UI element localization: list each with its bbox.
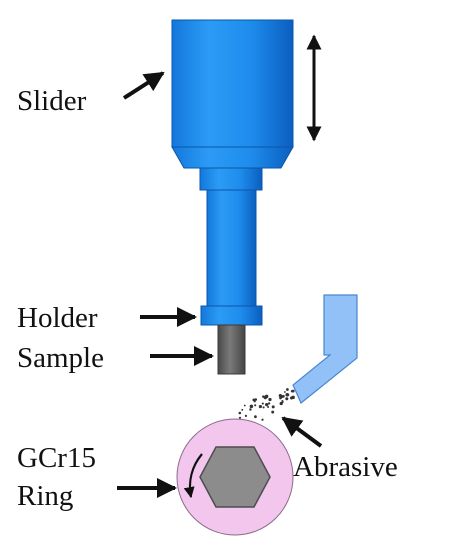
abrasive-particle <box>286 393 290 397</box>
abrasive-particle <box>238 416 242 419</box>
abrasive-particle <box>262 406 265 409</box>
abrasive-particle <box>238 411 242 415</box>
abrasive-particle <box>291 389 295 393</box>
slider-taper <box>171 146 294 169</box>
abrasive-particle <box>290 397 293 400</box>
abrasive-particle <box>249 404 254 409</box>
abrasive-particle <box>278 393 282 398</box>
abrasive-particle <box>249 408 252 411</box>
abrasive-particle <box>244 414 248 418</box>
slider-block <box>171 19 294 148</box>
slider-assembly <box>171 19 294 375</box>
abrasive-particle <box>271 405 275 409</box>
slider-label: Slider <box>17 85 87 117</box>
abrasive-particle <box>262 395 265 398</box>
abrasive-particle <box>261 402 264 405</box>
abrasive-nozzle <box>292 294 358 404</box>
abrasive-pointer-arrow <box>281 416 323 448</box>
abrasive-particle <box>261 418 264 421</box>
abrasive-particle <box>286 388 289 391</box>
abrasive-particle <box>284 391 286 393</box>
slider-pointer-arrow <box>122 71 165 100</box>
abrasive-label: Abrasive <box>293 451 398 483</box>
ring-label-line1: GCr15 <box>17 442 96 474</box>
gcr15-ring <box>176 418 294 536</box>
slider-collar <box>199 167 263 191</box>
abrasive-particle <box>254 398 258 401</box>
holder-label: Holder <box>17 302 98 334</box>
rotation-direction-arrow <box>183 453 203 499</box>
abrasive-particle <box>267 402 271 405</box>
abrasive-particle <box>265 402 269 407</box>
holder-block <box>200 305 263 326</box>
abrasive-particle <box>258 405 262 409</box>
abrasive-particle <box>267 406 270 408</box>
abrasive-particle <box>279 401 283 406</box>
sample-label: Sample <box>17 342 104 374</box>
abrasive-particle <box>254 404 257 407</box>
abrasive-particle <box>243 404 246 407</box>
abrasive-particle <box>253 400 256 403</box>
abrasive-particle <box>241 408 244 411</box>
sample-pin <box>217 324 246 375</box>
hex-bore <box>199 446 271 508</box>
abrasive-particle <box>285 397 289 401</box>
slider-rod <box>206 189 257 307</box>
ring-label-line2: Ring <box>17 480 73 512</box>
abrasive-particles <box>238 388 295 435</box>
abrasive-particle <box>271 410 275 414</box>
abrasive-particle <box>254 415 257 419</box>
abrasive-particle <box>268 397 272 402</box>
